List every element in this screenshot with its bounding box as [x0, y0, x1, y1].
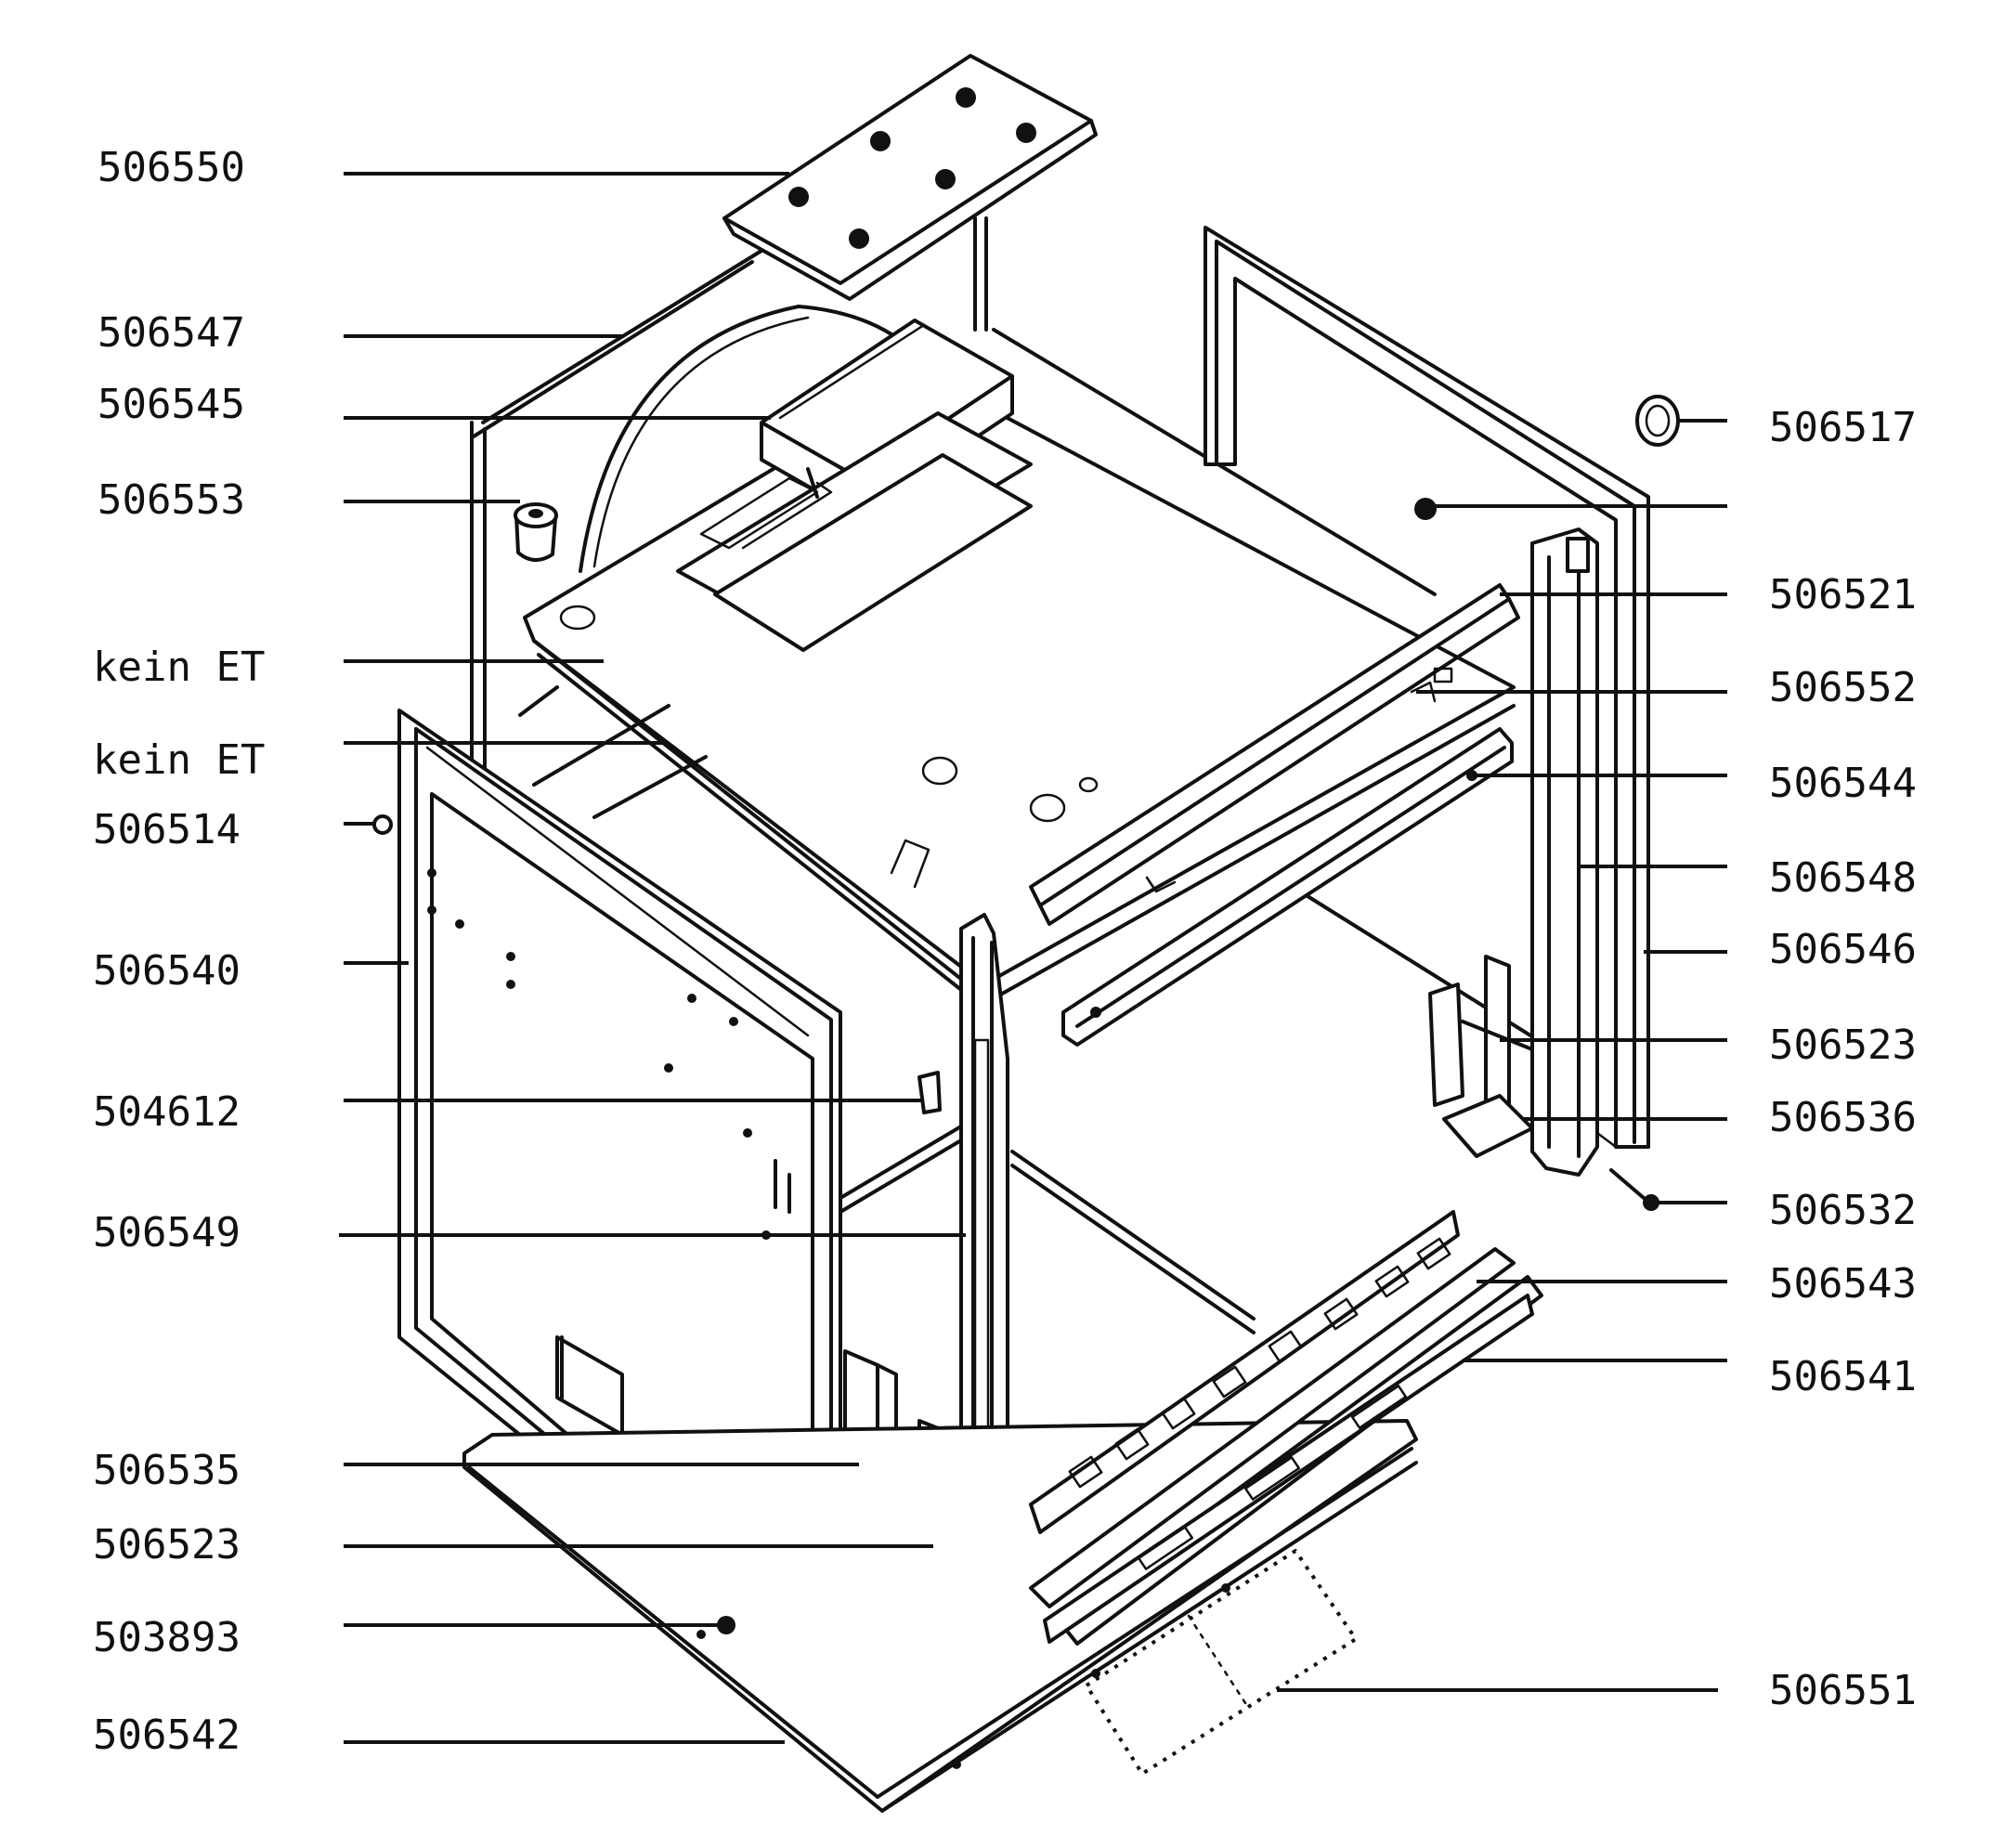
callout-506514: 506514 [93, 806, 241, 853]
callout-506545: 506545 [98, 381, 245, 428]
callout-506548: 506548 [1769, 854, 1917, 902]
screw-506532 [1609, 1168, 1659, 1211]
callout-506523-right: 506523 [1769, 1022, 1917, 1069]
callout-503893: 503893 [93, 1614, 241, 1661]
perforated-plate-506551 [1085, 1549, 1358, 1776]
callout-kein-et-1: kein ET [93, 644, 265, 691]
clip-504612 [917, 1071, 942, 1114]
rail-506548 [1530, 527, 1599, 1177]
bottom-tray-506542 [462, 1419, 1418, 1813]
callout-506549: 506549 [93, 1209, 241, 1256]
callout-506541: 506541 [1769, 1353, 1917, 1400]
heater-box-506545 [676, 319, 1033, 652]
callout-506542: 506542 [93, 1711, 241, 1759]
callout-506551: 506551 [1769, 1667, 1917, 1714]
hinge-bracket-right [1428, 955, 1534, 1158]
callout-506550: 506550 [98, 144, 245, 191]
callout-506535: 506535 [93, 1447, 241, 1494]
callout-506543: 506543 [1769, 1260, 1917, 1308]
bottom-rails [1029, 1210, 1543, 1646]
callout-506553: 506553 [98, 476, 245, 524]
callout-506536: 506536 [1769, 1094, 1917, 1141]
knob-506553 [514, 502, 558, 562]
callout-506517: 506517 [1769, 404, 1917, 451]
callout-kein-et-2: kein ET [93, 736, 265, 784]
callouts-right: 506517 506521 506552 506544 506548 50654… [1769, 404, 1917, 1714]
leader-lines-right [1277, 419, 1727, 1692]
callout-506540: 506540 [93, 947, 241, 995]
callout-506521: 506521 [1769, 571, 1917, 618]
ring-506517 [1635, 395, 1680, 447]
callout-504612: 504612 [93, 1088, 241, 1136]
leader-lines-left [339, 172, 966, 1744]
callout-506552: 506552 [1769, 664, 1917, 711]
callout-506544: 506544 [1769, 760, 1917, 807]
callout-506523-left: 506523 [93, 1521, 241, 1568]
bolt-506514 [372, 814, 393, 835]
callout-506547: 506547 [98, 309, 245, 357]
top-plate-506550 [722, 54, 1098, 301]
callout-506546: 506546 [1769, 926, 1917, 973]
callout-506532: 506532 [1769, 1187, 1917, 1234]
callouts-left: 506550 506547 506545 506553 kein ET kein… [93, 144, 265, 1759]
front-rails-top [1029, 583, 1520, 1047]
